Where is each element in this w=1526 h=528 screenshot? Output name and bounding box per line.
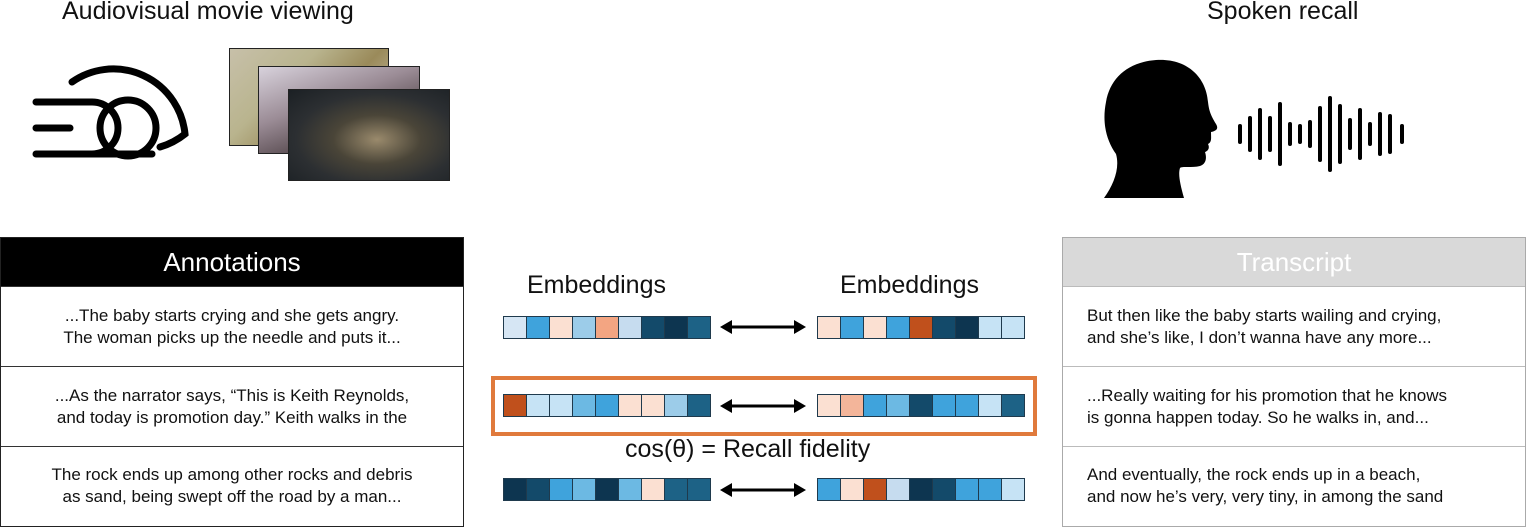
embedding-cell <box>549 316 573 339</box>
annotations-panel: Annotations ...The baby starts crying an… <box>0 237 464 527</box>
annotation-row: ...The baby starts crying and she gets a… <box>1 286 463 366</box>
annotation-line: as sand, being swept off the road by a m… <box>62 487 402 506</box>
annotation-row: The rock ends up among other rocks and d… <box>1 446 463 525</box>
embedding-cell <box>909 478 933 501</box>
embedding-cell <box>1001 316 1025 339</box>
transcript-line: is gonna happen today. So he walks in, a… <box>1087 407 1429 427</box>
embedding-cell <box>618 316 642 339</box>
embedding-cell <box>641 478 665 501</box>
embedding-cell <box>549 478 573 501</box>
embedding-cell <box>840 478 864 501</box>
embedding-cell <box>863 478 887 501</box>
sound-wave-icon <box>1238 96 1404 172</box>
transcript-row: But then like the baby starts wailing an… <box>1063 286 1525 366</box>
annotation-line: ...The baby starts crying and she gets a… <box>64 305 400 325</box>
embedding-cell <box>503 478 527 501</box>
embedding-cell <box>526 478 550 501</box>
embedding-cell <box>595 478 619 501</box>
embedding-cell <box>664 478 688 501</box>
embedding-cell <box>840 316 864 339</box>
embedding-vector-transcript-1 <box>817 316 1025 339</box>
embedding-cell <box>687 478 711 501</box>
transcript-row: ...Really waiting for his promotion that… <box>1063 366 1525 446</box>
annotations-header: Annotations <box>1 238 463 286</box>
transcript-line: And eventually, the rock ends up in a be… <box>1087 465 1421 484</box>
right-title: Spoken recall <box>1207 0 1359 25</box>
embeddings-left-label: Embeddings <box>527 271 666 299</box>
annotation-line: ...As the narrator says, “This is Keith … <box>54 385 410 405</box>
embedding-cell <box>1001 478 1025 501</box>
double-arrow-icon <box>720 320 806 334</box>
annotation-line: The rock ends up among other rocks and d… <box>51 465 413 484</box>
annotation-row: ...As the narrator says, “This is Keith … <box>1 366 463 446</box>
embedding-cell <box>955 478 979 501</box>
embedding-cell <box>817 478 841 501</box>
annotation-line: The woman picks up the needle and puts i… <box>63 327 401 347</box>
embedding-cell <box>817 316 841 339</box>
transcript-line: and she’s like, I don’t wanna have any m… <box>1087 327 1432 347</box>
embedding-vector-transcript-2 <box>817 394 1025 417</box>
embedding-cell <box>503 316 527 339</box>
transcript-row: And eventually, the rock ends up in a be… <box>1063 446 1525 525</box>
embedding-cell <box>955 316 979 339</box>
transcript-panel: Transcript But then like the baby starts… <box>1062 237 1526 527</box>
embedding-cell <box>664 316 688 339</box>
embedding-vector-transcript-3 <box>817 478 1025 501</box>
embedding-cell <box>886 478 910 501</box>
embedding-vector-annotation-3 <box>503 478 711 501</box>
embedding-cell <box>886 316 910 339</box>
double-arrow-icon <box>720 399 806 413</box>
embedding-cell <box>932 478 956 501</box>
embedding-cell <box>978 316 1002 339</box>
embedding-vector-annotation-2 <box>503 394 711 417</box>
recall-fidelity-highlight <box>491 376 1037 436</box>
embedding-cell <box>572 316 596 339</box>
embedding-cell <box>618 478 642 501</box>
embedding-cell <box>909 316 933 339</box>
recall-fidelity-formula: cos(θ) = Recall fidelity <box>625 435 871 463</box>
embedding-cell <box>687 316 711 339</box>
embedding-cell <box>595 316 619 339</box>
double-arrow-icon <box>720 483 806 497</box>
speaking-head-icon <box>1104 59 1218 198</box>
embedding-cell <box>687 394 711 417</box>
embedding-cell <box>526 316 550 339</box>
embeddings-right-label: Embeddings <box>840 271 979 299</box>
embedding-vector-annotation-1 <box>503 316 711 339</box>
embedding-cell <box>932 316 956 339</box>
transcript-line: ...Really waiting for his promotion that… <box>1087 385 1448 405</box>
embedding-cell <box>978 478 1002 501</box>
embedding-cell <box>572 478 596 501</box>
annotation-line: and today is promotion day.” Keith walks… <box>56 407 408 427</box>
transcript-line: But then like the baby starts wailing an… <box>1087 305 1442 325</box>
transcript-header: Transcript <box>1063 238 1525 286</box>
embedding-cell <box>1001 394 1025 417</box>
embedding-cell <box>863 316 887 339</box>
embedding-cell <box>641 316 665 339</box>
cinema-viewer-icon <box>32 65 189 160</box>
left-title: Audiovisual movie viewing <box>62 0 354 25</box>
transcript-line: and now he’s very, very tiny, in among t… <box>1087 487 1444 506</box>
